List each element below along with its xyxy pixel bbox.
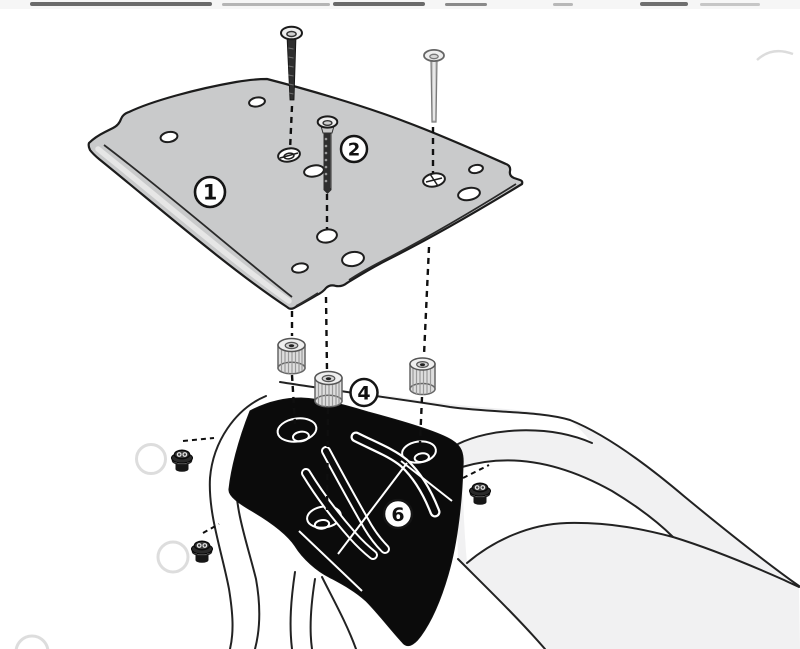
plate-holes	[159, 96, 484, 274]
plate-hole-screw-middle	[316, 228, 338, 244]
guide-bolt-right	[462, 464, 490, 479]
guide-middle-mid	[324, 296, 329, 372]
countersunk-screw-middle	[316, 115, 339, 194]
guide-left-lower	[290, 374, 297, 425]
callout-label: 6	[391, 504, 404, 526]
alignment-guides	[288, 105, 435, 511]
screw-shaft	[323, 132, 332, 190]
mounting-plate	[87, 77, 524, 310]
ghost-washer-icon	[156, 540, 190, 574]
body-line-bottom-b	[309, 578, 316, 649]
fixing-bolt-left-upper	[171, 449, 193, 472]
body-line-crease	[457, 429, 593, 445]
plate-hole	[291, 262, 309, 274]
guide-bolt-left-1	[182, 437, 215, 442]
ghost-washers	[14, 443, 190, 649]
spacer-right	[409, 357, 436, 396]
body-line-rear-arc	[466, 521, 800, 588]
guide-left-upper	[288, 105, 294, 151]
callout-circle	[382, 498, 414, 530]
ghost-washer-icon	[14, 634, 50, 649]
plate-hole	[341, 250, 365, 268]
mount-hole-right	[401, 440, 437, 464]
callout-1: 1	[193, 175, 227, 209]
ghost-washer-icon	[135, 443, 167, 475]
plate-body	[87, 77, 524, 310]
callout-2: 2	[339, 134, 369, 164]
plate-thickness-line-2	[295, 292, 319, 307]
moulded-ribs	[298, 431, 453, 592]
white-lens-lower	[462, 460, 673, 563]
body-line-top-right	[279, 381, 800, 587]
scooter-body	[208, 381, 800, 649]
knurled-spacers	[277, 337, 436, 408]
spacer-middle	[314, 370, 343, 408]
bolt-guides	[182, 437, 490, 534]
body-line-bottom-c	[321, 576, 357, 649]
callout-label: 1	[203, 181, 218, 205]
guide-bolt-left-2	[202, 523, 220, 534]
plate-thickness-line	[348, 183, 517, 281]
callout-label: 4	[357, 383, 370, 405]
mount-hole-front	[276, 417, 318, 443]
fixing-bolt-right	[469, 482, 491, 505]
countersunk-screw-left	[280, 25, 303, 101]
callout-4: 4	[349, 377, 379, 408]
guide-right-mid	[422, 246, 431, 356]
body-line-bottom-a	[289, 571, 296, 649]
plate-hole	[159, 130, 179, 144]
fixing-bolts	[171, 449, 491, 563]
plate-lip-highlight	[95, 146, 292, 304]
screw-socket	[429, 53, 439, 60]
callout-label: 2	[348, 140, 361, 161]
countersunk-screw-right	[423, 49, 445, 123]
callout-circle	[339, 134, 369, 164]
callout-circle	[193, 175, 227, 209]
plate-hole	[248, 96, 266, 108]
guide-right-lower	[418, 396, 424, 444]
screw-tip	[323, 190, 332, 194]
page-top-edge-artifact	[0, 0, 800, 61]
callout-6: 6	[382, 498, 414, 530]
rear-mounting-area	[228, 397, 464, 647]
body-line-mid-right	[461, 459, 674, 538]
spacer-left	[277, 337, 306, 375]
plate-hole	[457, 186, 481, 202]
fixing-bolt-left-lower	[191, 540, 213, 563]
screw-socket	[286, 30, 297, 38]
body-line-seat-edge	[457, 558, 546, 649]
plate-hole-marks	[279, 152, 443, 187]
plate-hole	[468, 163, 484, 175]
body-line-left-outer	[208, 395, 267, 649]
plate-lip-line	[103, 144, 293, 298]
faint-smudge	[756, 49, 794, 61]
callout-circle	[349, 377, 379, 408]
screw-socket	[322, 119, 333, 126]
